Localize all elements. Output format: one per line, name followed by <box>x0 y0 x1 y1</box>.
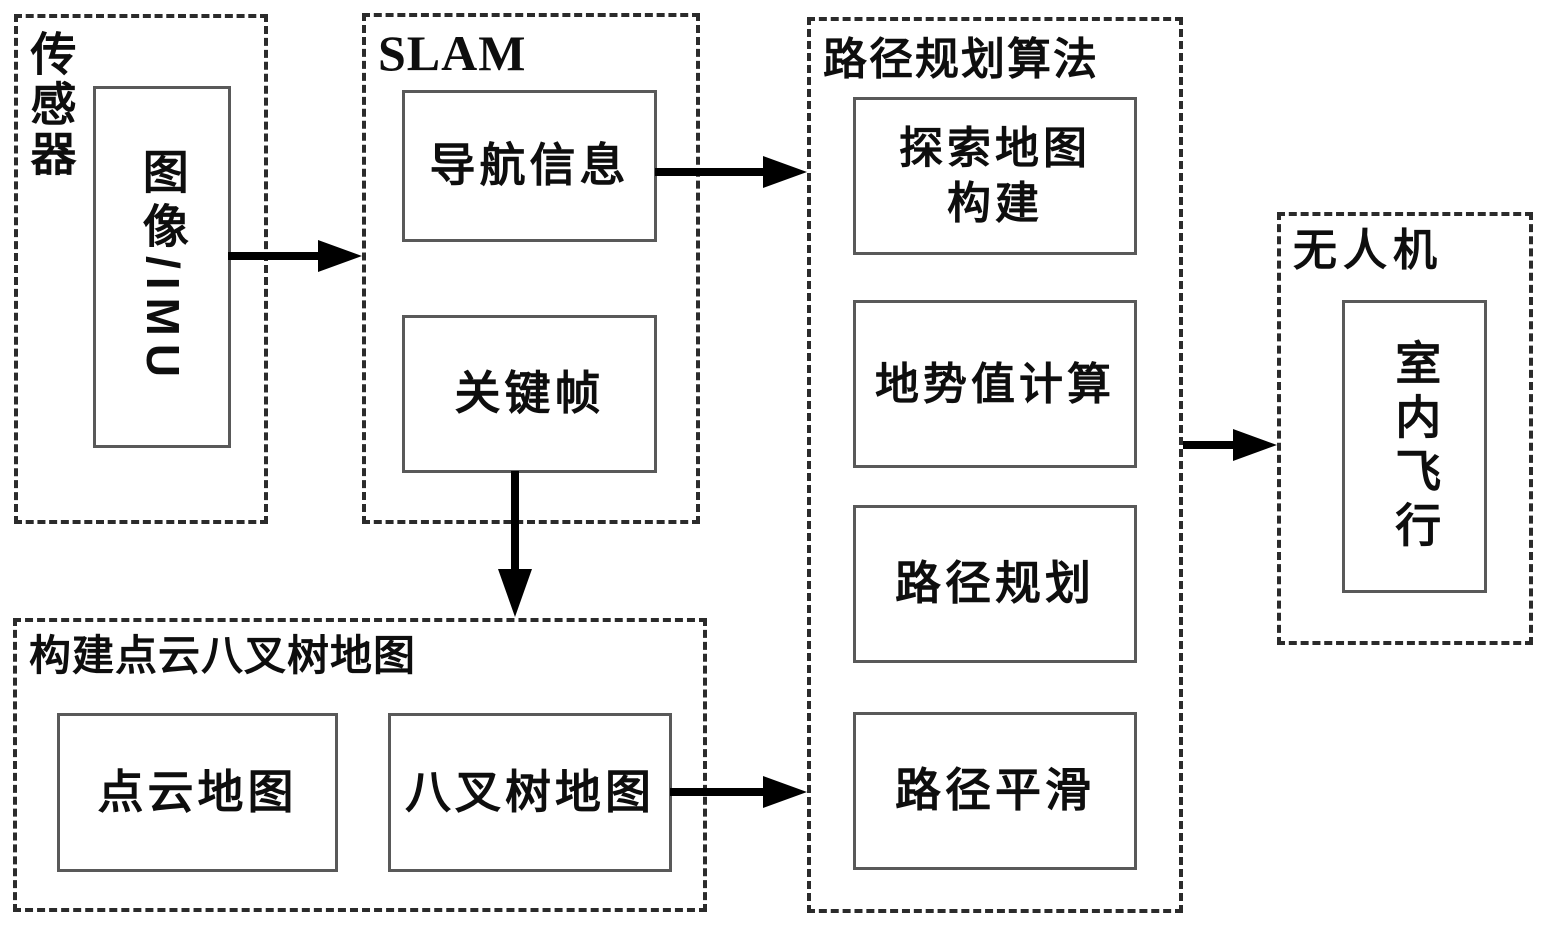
node-image-imu: 图像/IMU <box>93 86 231 448</box>
group-octree-build-label: 构建点云八叉树地图 <box>29 632 417 679</box>
node-explore-map-lines: 探索地图 构建 <box>899 121 1091 231</box>
group-octree-build: 构建点云八叉树地图 <box>13 618 707 912</box>
arrow-head-right-icon <box>1233 429 1277 461</box>
group-slam-label: SLAM <box>378 25 527 81</box>
arrow-head-right-icon <box>763 776 807 808</box>
arrow-shaft <box>1183 441 1237 449</box>
group-slam: SLAM <box>362 13 700 524</box>
arrow-shaft <box>511 471 519 571</box>
group-sensor-label: 传感器 <box>24 30 77 180</box>
arrow-head-down-icon <box>498 569 532 617</box>
arrow-head-right-icon <box>763 156 807 188</box>
node-path-smoothing: 路径平滑 <box>853 712 1137 870</box>
group-uav: 无人机 <box>1277 212 1533 645</box>
node-keyframe: 关键帧 <box>402 315 657 473</box>
node-terrain-value: 地势值计算 <box>853 300 1137 468</box>
group-sensor: 传感器 <box>14 14 268 524</box>
arrow-head-right-icon <box>318 240 362 272</box>
arrow-shaft <box>670 788 767 796</box>
node-indoor-flight: 室内飞行 <box>1342 300 1487 593</box>
node-explore-map-line1: 探索地图 <box>899 124 1091 173</box>
node-pointcloud-map: 点云地图 <box>57 713 338 872</box>
node-explore-map-line2: 构建 <box>947 179 1043 228</box>
group-planning: 路径规划算法 <box>807 17 1183 913</box>
node-nav-info: 导航信息 <box>402 90 657 242</box>
group-uav-label: 无人机 <box>1293 226 1443 275</box>
arrow-shaft <box>228 252 322 260</box>
group-planning-label: 路径规划算法 <box>823 35 1099 84</box>
node-path-planning: 路径规划 <box>853 505 1137 663</box>
node-explore-map: 探索地图 构建 <box>853 97 1137 255</box>
arrow-shaft <box>655 168 765 176</box>
node-octree-map: 八叉树地图 <box>388 713 672 872</box>
